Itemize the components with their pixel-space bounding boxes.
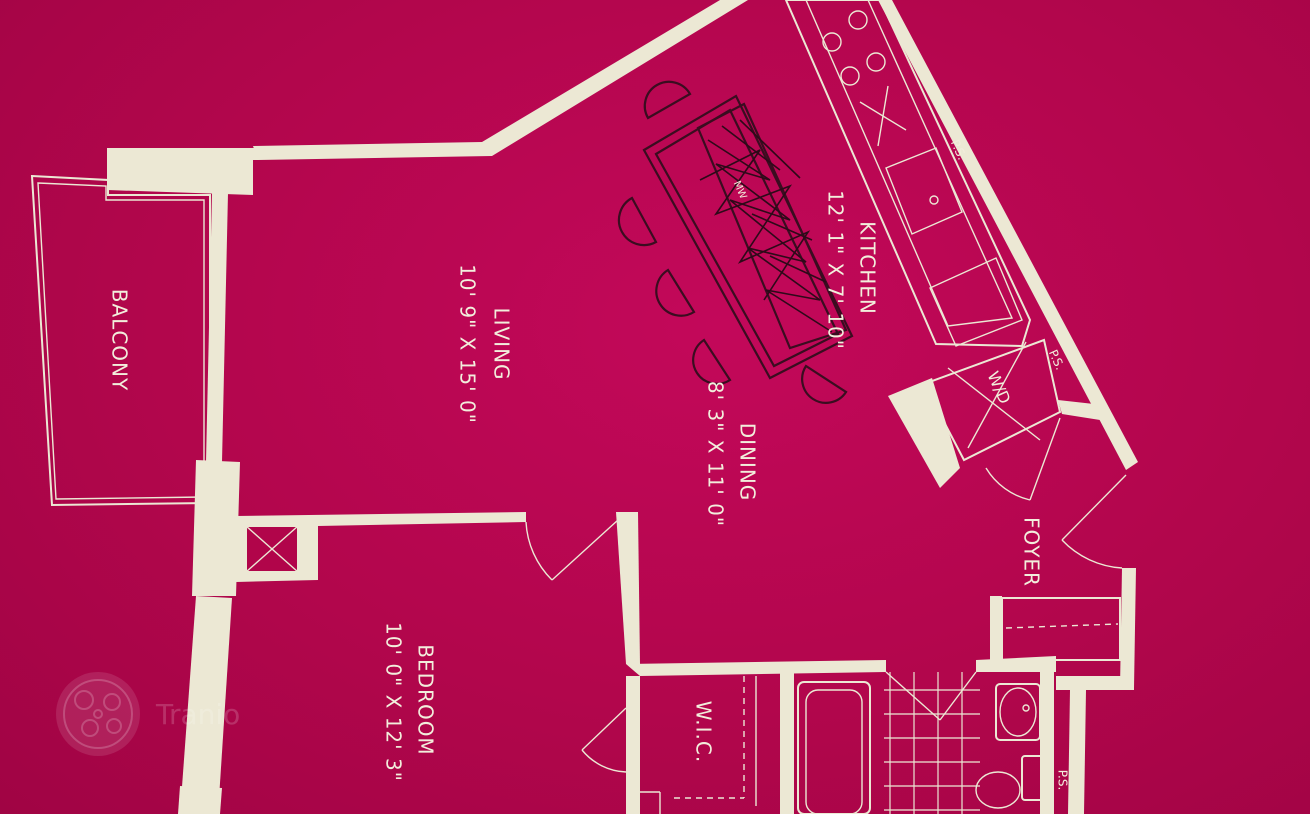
washer-dryer-label: W/D (983, 368, 1014, 406)
tranio-brand: Tranio (155, 698, 240, 731)
dining-label: DINING (736, 423, 760, 502)
bedroom-size: 10' 0" X 12' 3" (382, 622, 406, 782)
ps-label-bath: P.S. (1056, 770, 1070, 791)
windows (185, 199, 216, 814)
doors (525, 417, 1127, 773)
bedroom-label: BEDROOM (414, 644, 438, 755)
dining-size: 8' 3" X 11' 0" (704, 381, 728, 527)
sketched-island (617, 80, 854, 404)
tranio-watermark: Tranio (56, 672, 240, 756)
bathroom (797, 672, 1045, 814)
swirl-logo-icon (63, 679, 133, 749)
wic-label: W.I.C. (692, 701, 716, 763)
balcony-label: BALCONY (108, 289, 132, 391)
mw-label: MW (731, 180, 749, 201)
interior-walls (236, 378, 1100, 814)
exterior-walls (107, 0, 1138, 814)
kitchen-counter (784, 0, 1032, 348)
foyer-label: FOYER (1020, 517, 1044, 587)
living-size: 10' 9" X 15' 0" (456, 264, 480, 424)
kitchen-label: KITCHEN (856, 221, 880, 315)
living-label: LIVING (490, 307, 514, 380)
washer-dryer (922, 338, 1062, 462)
kitchen-size: 12' 1" X 7' 10" (824, 190, 848, 350)
foyer-closet (1001, 597, 1121, 661)
wic-shelving (640, 676, 757, 814)
